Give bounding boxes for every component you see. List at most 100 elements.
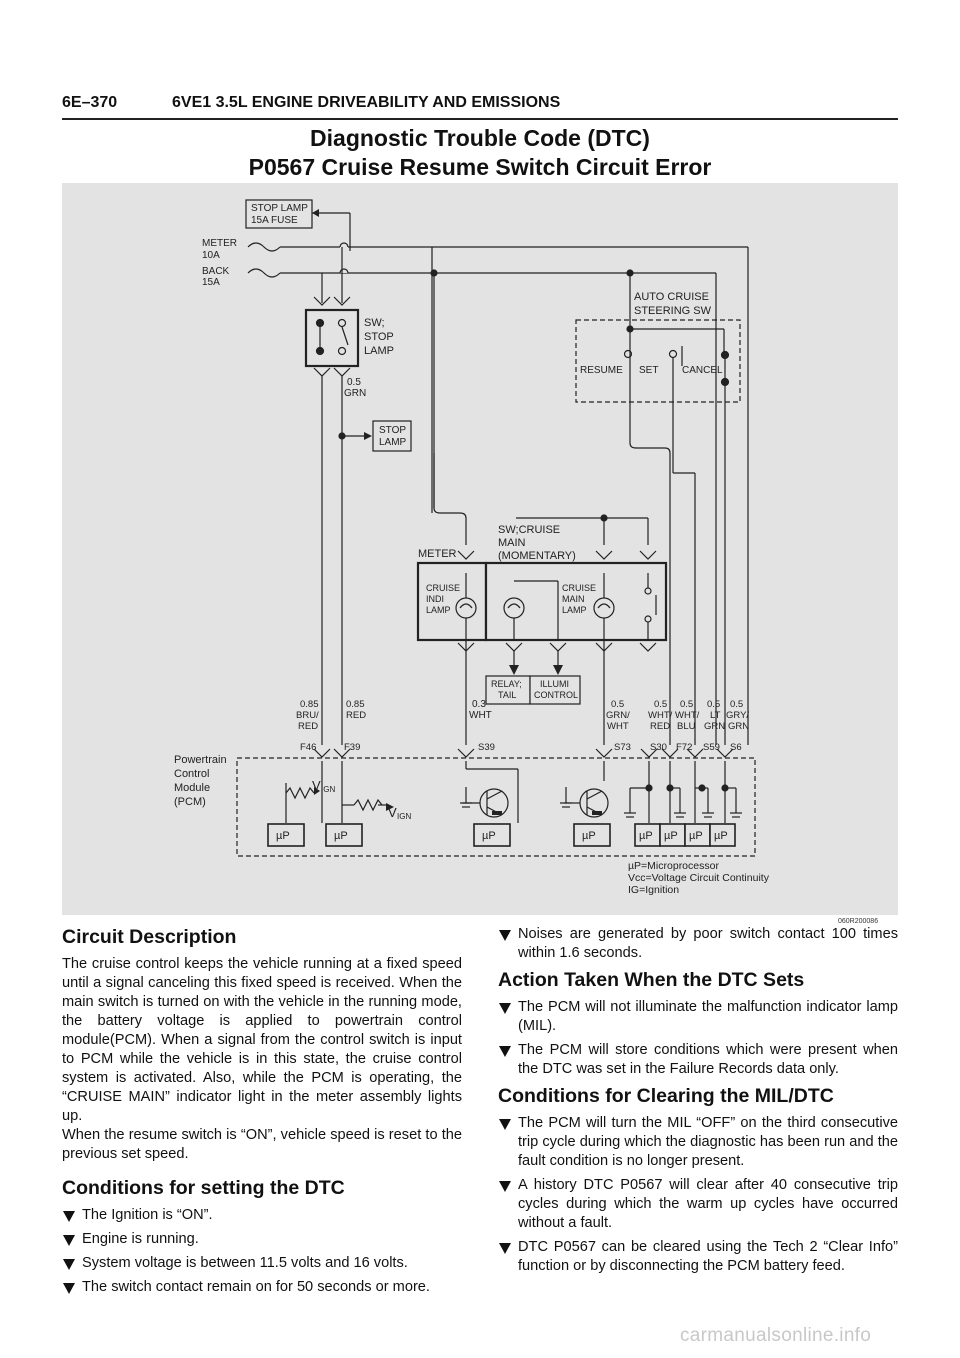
stop-lamp-label-1: STOP (379, 425, 406, 436)
up-box-2: µP (334, 830, 348, 842)
up-box-1: µP (276, 830, 290, 842)
bullet-triangle-icon (499, 1243, 511, 1254)
bullet-triangle-icon (63, 1211, 75, 1222)
wire-4-label-3: WHT (607, 721, 629, 732)
wire-6-label-2: WHT/ (675, 710, 700, 721)
setting-item-1: The Ignition is “ON”. (62, 1206, 462, 1225)
pin-f39: F39 (344, 742, 360, 753)
watermark: carmanualsonline.info (680, 1325, 872, 1346)
legend-up: µP=Microprocessor (628, 860, 719, 872)
pcm-label-1: Powertrain (174, 754, 227, 766)
page-header: 6E–370 6VE1 3.5L ENGINE DRIVEABILITY AND… (62, 92, 898, 120)
cruise-indi-label-2: INDI (426, 594, 444, 604)
bullet-triangle-icon (499, 1003, 511, 1014)
wire-7-label-3: GRN (704, 721, 725, 732)
meter-fuse-label-1: METER (202, 238, 237, 249)
vign-label-1: V (312, 778, 321, 793)
cruise-main-lamp-label-3: LAMP (562, 605, 587, 615)
right-column: Noises are generated by poor switch cont… (498, 925, 898, 1281)
pcm-label-2: Control (174, 768, 209, 780)
set-label: SET (639, 365, 658, 376)
bullet-triangle-icon (499, 930, 511, 941)
wire-3-label-2: WHT (469, 710, 492, 721)
cancel-label: CANCEL (682, 365, 723, 376)
clearing-item-2: A history DTC P0567 will clear after 40 … (498, 1176, 898, 1233)
conditions-setting-heading: Conditions for setting the DTC (62, 1177, 345, 1199)
up-box-3: µP (482, 830, 496, 842)
wire-8-label-2: GRY/ (726, 710, 749, 721)
wire-6-label-3: BLU (677, 721, 696, 732)
setting-item-5: Noises are generated by poor switch cont… (498, 925, 898, 963)
wire-4-label-1: 0.5 (611, 699, 624, 710)
legend-vcc: Vcc=Voltage Circuit Continuity (628, 872, 770, 884)
auto-cruise-label-2: STEERING SW (634, 305, 712, 317)
wire-7-label-2: LT (710, 710, 721, 721)
pin-s59: S59 (703, 742, 720, 753)
bullet-triangle-icon (63, 1259, 75, 1270)
meter-fuse-label-2: 10A (202, 250, 220, 261)
wire-1-label-2: BRU/ (296, 710, 319, 721)
cruise-main-lamp-label-2: MAIN (562, 594, 585, 604)
sw-stop-label-2: STOP (364, 331, 394, 343)
cruise-indi-label-3: LAMP (426, 605, 451, 615)
circuit-description-heading: Circuit Description (62, 926, 237, 948)
bullet-triangle-icon (63, 1235, 75, 1246)
clearing-item-3: DTC P0567 can be cleared using the Tech … (498, 1238, 898, 1276)
action-item-2: The PCM will store conditions which were… (498, 1041, 898, 1079)
action-item-1: The PCM will not illuminate the malfunct… (498, 998, 898, 1036)
circuit-description-para2: When the resume switch is “ON”, vehicle … (62, 1127, 462, 1162)
wire-3-label-1: 0.3 (472, 699, 486, 710)
wire-5-label-2: WHT/ (648, 710, 673, 721)
left-column: Circuit Description The cruise control k… (62, 925, 462, 1302)
wire-6-label-1: 0.5 (680, 699, 693, 710)
setting-item-2: Engine is running. (62, 1230, 462, 1249)
wiring-diagram: STOP LAMP 15A FUSE METER 10A BACK 15A SW… (62, 183, 898, 915)
pin-s73: S73 (614, 742, 631, 753)
clearing-item-1: The PCM will turn the MIL “OFF” on the t… (498, 1114, 898, 1171)
cruise-main-lamp-label-1: CRUISE (562, 583, 596, 593)
illumi-label-1: ILLUMI (540, 679, 569, 689)
pin-s6: S6 (730, 742, 742, 753)
wire-7-label-1: 0.5 (707, 699, 720, 710)
meter-label: METER (418, 548, 457, 560)
wire-grn-label-2: GRN (344, 388, 366, 399)
stop-lamp-fuse-label-2: 15A FUSE (251, 215, 298, 226)
wire-1-label-1: 0.85 (300, 699, 319, 710)
wire-5-label-1: 0.5 (654, 699, 667, 710)
bullet-triangle-icon (499, 1181, 511, 1192)
vign-label-2: V (388, 805, 397, 820)
illumi-label-2: CONTROL (534, 690, 578, 700)
sw-cruise-main-label-3: (MOMENTARY) (498, 550, 576, 562)
wire-8-label-1: 0.5 (730, 699, 743, 710)
diagram-code: 060R200086 (838, 918, 879, 925)
vign-sub-label-1: IGN (321, 785, 335, 794)
section-title: 6VE1 3.5L ENGINE DRIVEABILITY AND EMISSI… (172, 94, 561, 111)
pin-f72: F72 (676, 742, 692, 753)
action-taken-heading: Action Taken When the DTC Sets (498, 969, 805, 991)
relay-tail-label-2: TAIL (498, 690, 516, 700)
auto-cruise-label-1: AUTO CRUISE (634, 291, 709, 303)
up-box-4: µP (582, 830, 596, 842)
sw-cruise-main-label-1: SW;CRUISE (498, 524, 560, 536)
page-title: Diagnostic Trouble Code (DTC) P0567 Crui… (0, 124, 960, 182)
sw-stop-label-3: LAMP (364, 345, 394, 357)
wire-5-label-3: RED (650, 721, 670, 732)
pin-s39: S39 (478, 742, 495, 753)
wire-1-label-3: RED (298, 721, 318, 732)
pcm-label-4: (PCM) (174, 796, 206, 808)
pcm-label-3: Module (174, 782, 210, 794)
up-box-7: µP (689, 830, 703, 842)
bullet-triangle-icon (499, 1119, 511, 1130)
relay-tail-label-1: RELAY; (491, 679, 522, 689)
wire-8-label-3: GRN (728, 721, 749, 732)
wire-4-label-2: GRN/ (606, 710, 630, 721)
wire-2-label-2: RED (346, 710, 366, 721)
up-box-5: µP (639, 830, 653, 842)
resume-label: RESUME (580, 365, 623, 376)
page-number: 6E–370 (62, 94, 118, 111)
wire-2-label-1: 0.85 (346, 699, 365, 710)
legend-ig: IG=Ignition (628, 884, 679, 896)
setting-item-4: The switch contact remain on for 50 seco… (62, 1278, 462, 1297)
circuit-description-para1: The cruise control keeps the vehicle run… (62, 956, 462, 1124)
sw-stop-label-1: SW; (364, 317, 385, 329)
